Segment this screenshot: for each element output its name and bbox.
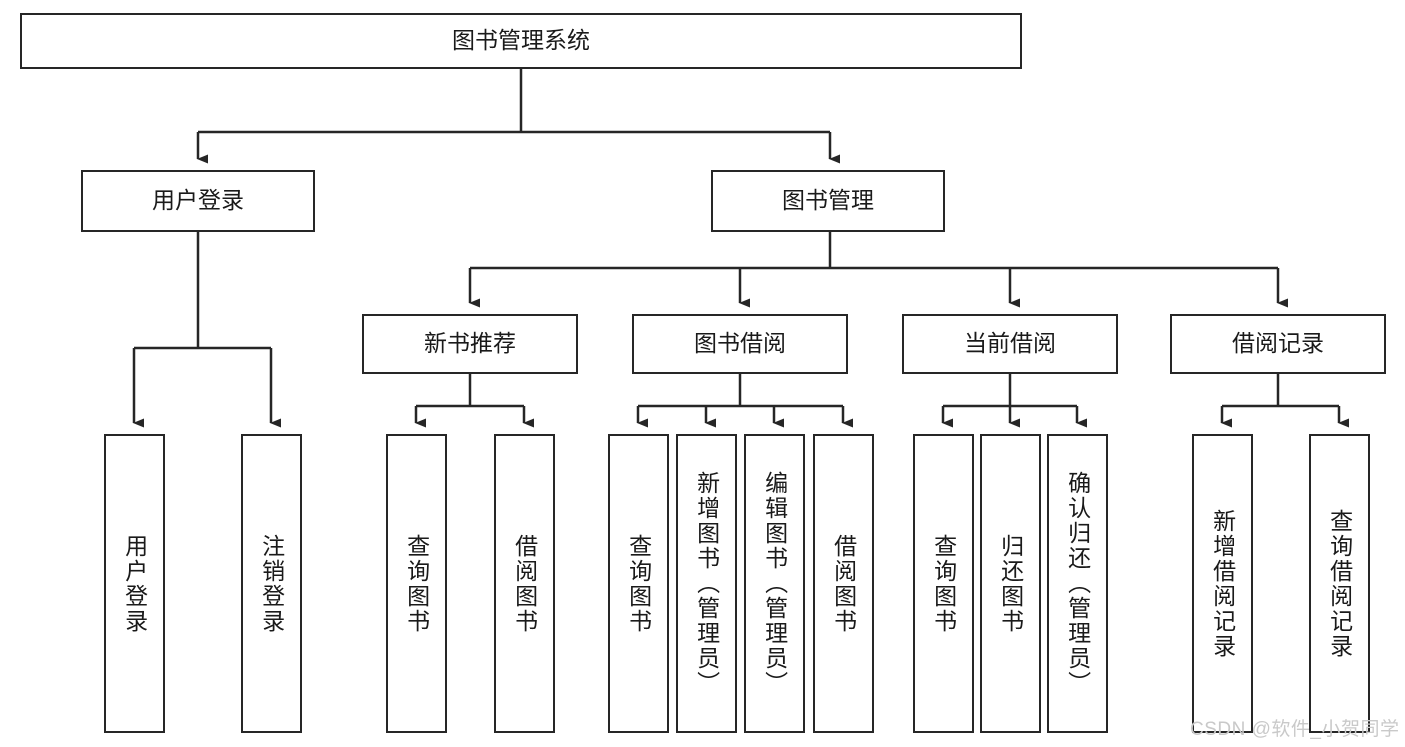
node-book-management[interactable]: 图书管理 (711, 170, 945, 232)
node-label: 查询借阅记录 (1326, 508, 1353, 659)
leaf-book-borrow-add[interactable]: 新增图书（管理员） (676, 434, 737, 733)
node-label: 编辑图书（管理员） (761, 471, 788, 696)
node-label: 借阅图书 (511, 533, 538, 634)
node-new-book-recommend[interactable]: 新书推荐 (362, 314, 578, 374)
node-label: 注销登录 (258, 533, 285, 634)
node-book-borrow[interactable]: 图书借阅 (632, 314, 848, 374)
node-label: 用户登录 (152, 187, 244, 214)
node-current-borrow[interactable]: 当前借阅 (902, 314, 1118, 374)
node-label: 归还图书 (997, 533, 1024, 634)
leaf-book-borrow-edit[interactable]: 编辑图书（管理员） (744, 434, 805, 733)
node-book-management-system[interactable]: 图书管理系统 (20, 13, 1022, 69)
node-label: 图书借阅 (694, 330, 786, 357)
node-user-login[interactable]: 用户登录 (81, 170, 315, 232)
node-borrow-record[interactable]: 借阅记录 (1170, 314, 1386, 374)
leaf-new-book-borrow[interactable]: 借阅图书 (494, 434, 555, 733)
leaf-current-borrow-return[interactable]: 归还图书 (980, 434, 1041, 733)
leaf-book-borrow-borrow[interactable]: 借阅图书 (813, 434, 874, 733)
node-label: 查询图书 (930, 533, 957, 634)
leaf-current-borrow-query[interactable]: 查询图书 (913, 434, 974, 733)
node-label: 新增借阅记录 (1209, 508, 1236, 659)
node-label: 图书管理 (782, 187, 874, 214)
leaf-user-login-login[interactable]: 用户登录 (104, 434, 165, 733)
node-label: 新增图书（管理员） (693, 471, 720, 696)
node-label: 用户登录 (121, 533, 148, 634)
leaf-user-login-logout[interactable]: 注销登录 (241, 434, 302, 733)
leaf-current-borrow-confirm[interactable]: 确认归还（管理员） (1047, 434, 1108, 733)
leaf-book-borrow-query[interactable]: 查询图书 (608, 434, 669, 733)
node-label: 查询图书 (403, 533, 430, 634)
node-label: 当前借阅 (964, 330, 1056, 357)
node-label: 确认归还（管理员） (1064, 471, 1091, 696)
node-label: 新书推荐 (424, 330, 516, 357)
node-label: 借阅记录 (1232, 330, 1324, 357)
node-label: 查询图书 (625, 533, 652, 634)
leaf-borrow-record-query[interactable]: 查询借阅记录 (1309, 434, 1370, 733)
node-label: 借阅图书 (830, 533, 857, 634)
node-label: 图书管理系统 (452, 27, 590, 54)
leaf-borrow-record-add[interactable]: 新增借阅记录 (1192, 434, 1253, 733)
leaf-new-book-query[interactable]: 查询图书 (386, 434, 447, 733)
